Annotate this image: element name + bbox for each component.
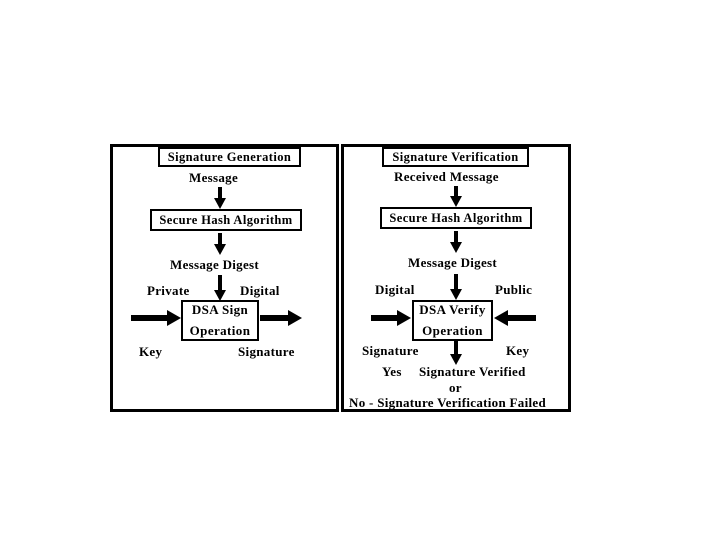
verification-message-digest-label: Message Digest: [408, 255, 498, 270]
generation-secure-hash-algorithm-box: Secure Hash Algorithm: [150, 209, 302, 231]
generation-signature-label: Signature: [238, 344, 295, 359]
dsa-verify-operation-line1: DSA Verify: [419, 302, 486, 318]
signature-verification-title: Signature Verification: [392, 149, 519, 164]
verification-digital-label: Digital: [375, 282, 415, 297]
arrow-public-key-in-icon: [494, 310, 536, 326]
generation-digital-label: Digital: [240, 283, 280, 298]
signature-generation-title-box: Signature Generation: [158, 147, 301, 167]
verification-key-label: Key: [506, 343, 530, 358]
arrow-digital-signature-in-icon: [371, 310, 411, 326]
dsa-verify-operation-box: DSA Verify Operation: [412, 300, 493, 341]
verification-secure-hash-algorithm-label: Secure Hash Algorithm: [389, 210, 523, 225]
arrow-sign-to-signature-icon: [260, 310, 302, 326]
arrow-received-message-to-hash-icon: [448, 186, 464, 207]
generation-secure-hash-algorithm-label: Secure Hash Algorithm: [159, 212, 293, 227]
dsa-verify-operation-line2: Operation: [422, 322, 483, 338]
result-signature-verified-label: Signature Verified: [419, 364, 526, 379]
verification-public-label: Public: [495, 282, 533, 297]
generation-message-digest-label: Message Digest: [170, 257, 260, 272]
arrow-digest-to-verify-icon: [448, 274, 464, 300]
arrow-private-key-in-icon: [131, 310, 181, 326]
verification-signature-label: Signature: [362, 343, 419, 358]
result-or-label: or: [449, 380, 462, 395]
dsa-sign-operation-box: DSA Sign Operation: [181, 300, 259, 341]
verification-secure-hash-algorithm-box: Secure Hash Algorithm: [380, 207, 532, 229]
generation-message-label: Message: [189, 170, 239, 185]
arrow-verification-hash-to-digest-icon: [448, 231, 464, 253]
arrow-message-to-hash-icon: [212, 187, 228, 209]
arrow-digest-to-sign-icon: [212, 275, 228, 301]
generation-key-label: Key: [139, 344, 163, 359]
arrow-verify-to-result-icon: [448, 341, 464, 365]
result-yes-prefix-label: Yes: [382, 364, 402, 379]
dsa-sign-operation-line2: Operation: [189, 322, 251, 338]
signature-generation-title: Signature Generation: [167, 149, 292, 164]
arrow-hash-to-digest-icon: [212, 233, 228, 255]
panel-signature-generation: [110, 144, 339, 412]
signature-verification-title-box: Signature Verification: [382, 147, 529, 167]
result-signature-verification-failed-label: No - Signature Verification Failed: [349, 395, 547, 410]
verification-received-message-label: Received Message: [394, 169, 499, 184]
dsa-sign-operation-line1: DSA Sign: [191, 302, 249, 318]
generation-private-label: Private: [147, 283, 190, 298]
